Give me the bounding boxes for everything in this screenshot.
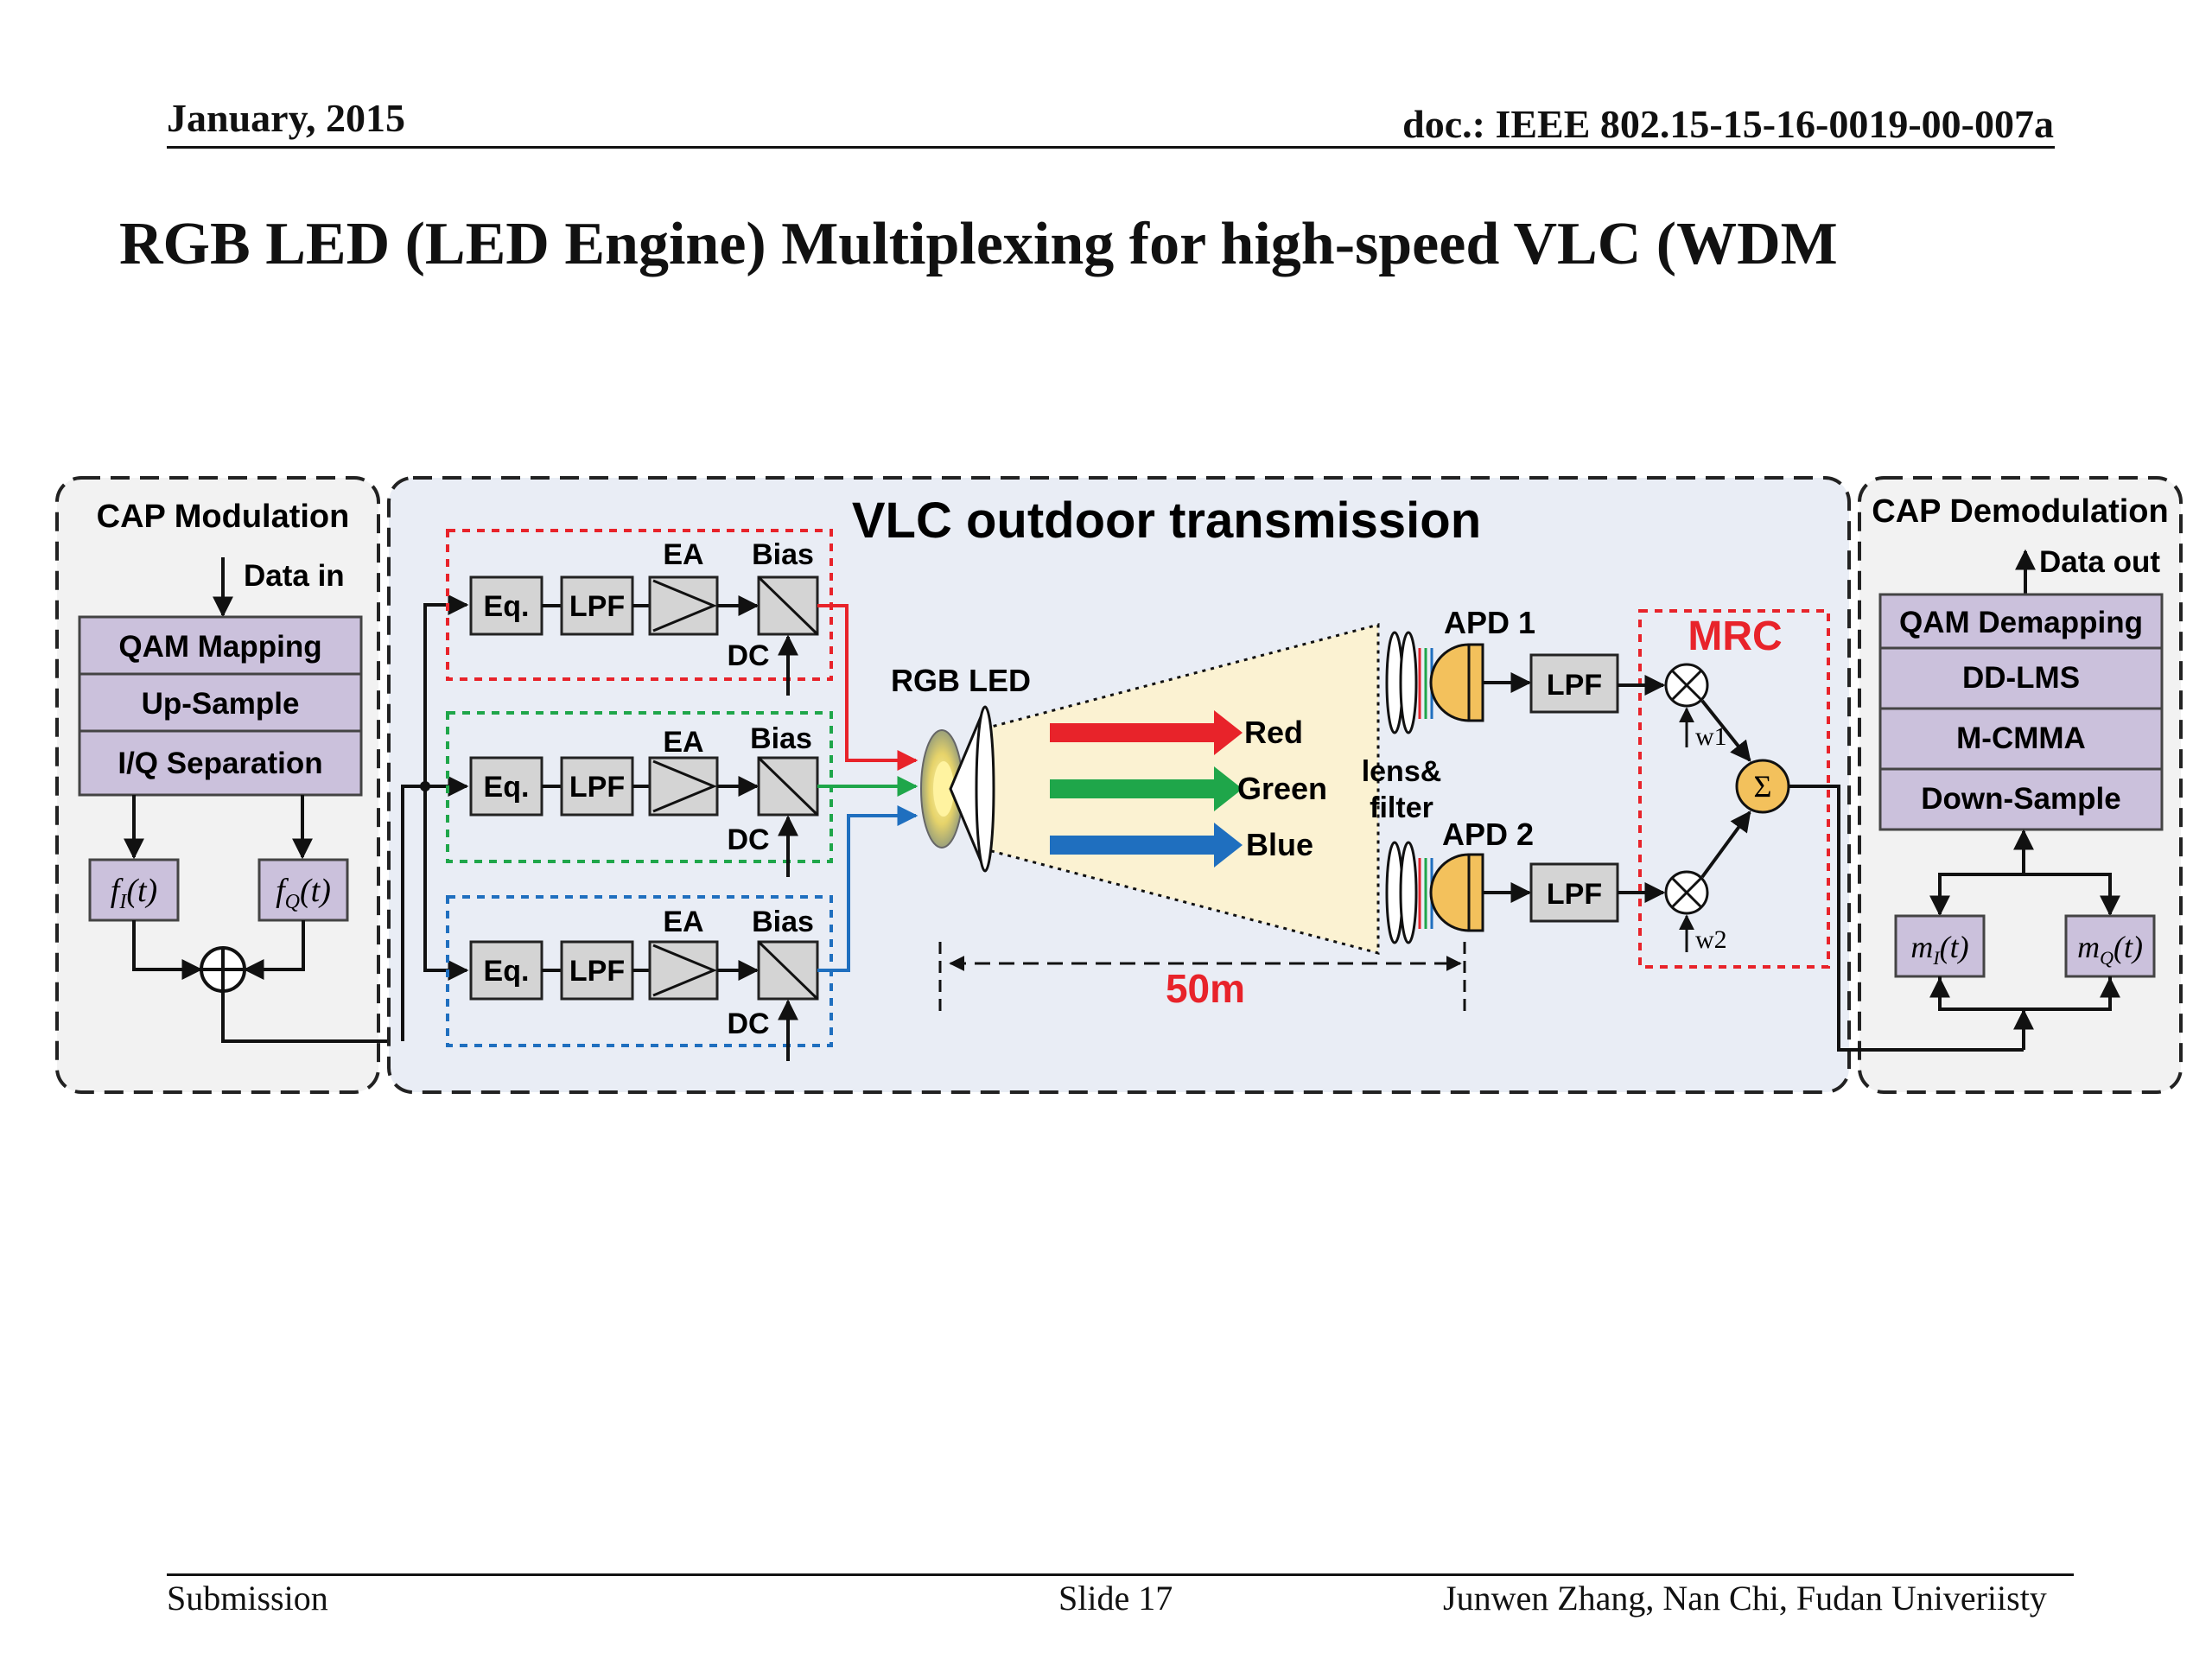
summation-icon: Σ bbox=[1735, 759, 1790, 814]
slide-title: RGB LED (LED Engine) Multiplexing for hi… bbox=[119, 211, 1838, 277]
apd-1-label: APD 1 bbox=[1444, 605, 1535, 640]
blue-label: Blue bbox=[1246, 827, 1313, 862]
lpf-label-rx1: LPF bbox=[1547, 669, 1602, 702]
bias-label-green: Bias bbox=[750, 722, 812, 755]
apd-2-label: APD 2 bbox=[1442, 817, 1534, 852]
qam-mapping-label: QAM Mapping bbox=[118, 630, 321, 664]
cap-modulation-title: CAP Modulation bbox=[97, 499, 350, 535]
red-arrow bbox=[1050, 710, 1243, 755]
lpf-label-green: LPF bbox=[569, 771, 625, 804]
dc-label-green: DC bbox=[727, 823, 769, 856]
header-date: January, 2015 bbox=[167, 96, 406, 140]
vlc-transmission-panel: VLC outdoor transmission Eq. LPF EA bbox=[387, 476, 1851, 1094]
fq-filter-label: fQ(t) bbox=[276, 873, 331, 913]
eq-label-blue: Eq. bbox=[484, 955, 530, 988]
blue-arrow bbox=[1050, 823, 1243, 868]
summation-label: Σ bbox=[1754, 769, 1772, 804]
eq-label-red: Eq. bbox=[484, 590, 530, 623]
lens-filter-label-1: lens& bbox=[1362, 755, 1442, 788]
mi-filter-label: mI(t) bbox=[1910, 930, 1968, 969]
apd-2-icon bbox=[1429, 853, 1484, 932]
footer-slide-number: Slide 17 bbox=[1058, 1579, 1173, 1618]
ea-label-green: EA bbox=[663, 726, 703, 759]
lpf-label-red: LPF bbox=[569, 590, 625, 623]
green-branch: Eq. LPF EA Bias DC bbox=[446, 711, 833, 877]
receiver-1: APD 1 bbox=[1385, 605, 1535, 734]
red-branch: Eq. LPF EA Bias DC bbox=[446, 529, 833, 696]
green-arrow bbox=[1050, 766, 1243, 811]
mq-filter-block bbox=[2064, 914, 2156, 978]
amplifier-icon-blue bbox=[648, 940, 719, 1001]
bias-tee-icon-red bbox=[757, 575, 819, 636]
ea-label-blue: EA bbox=[663, 906, 703, 938]
header-divider bbox=[167, 146, 2055, 149]
cap-demodulation-title: CAP Demodulation bbox=[1872, 493, 2168, 530]
bias-label-red: Bias bbox=[752, 538, 814, 571]
vlc-title: VLC outdoor transmission bbox=[852, 493, 1481, 549]
amplifier-icon-green bbox=[648, 756, 719, 817]
lpf-block-green bbox=[560, 756, 634, 817]
fi-filter-label: fI(t) bbox=[111, 873, 157, 913]
adder-icon bbox=[200, 946, 246, 993]
apd-1-icon bbox=[1429, 643, 1484, 722]
footer-authors: Junwen Zhang, Nan Chi, Fudan Univeriisty bbox=[1443, 1579, 2047, 1618]
rgb-led-label: RGB LED bbox=[891, 663, 1031, 698]
down-sample-block bbox=[1878, 767, 2164, 831]
bias-tee-icon-green bbox=[757, 756, 819, 817]
m-cmma-label: M-CMMA bbox=[1956, 721, 2086, 755]
up-sample-label: Up-Sample bbox=[142, 687, 300, 721]
bias-label-blue: Bias bbox=[752, 906, 814, 938]
green-label: Green bbox=[1237, 771, 1327, 806]
down-sample-label: Down-Sample bbox=[1921, 782, 2120, 816]
iq-separation-block bbox=[78, 729, 363, 797]
data-in-label: Data in bbox=[244, 559, 345, 593]
mrc-block: MRC w1 w2 Σ bbox=[1618, 609, 1830, 969]
w2-label: w2 bbox=[1695, 925, 1727, 954]
mi-filter-block bbox=[1894, 914, 1986, 978]
lpf-label-blue: LPF bbox=[569, 955, 625, 988]
lpf-block-red bbox=[560, 575, 634, 636]
dc-label-red: DC bbox=[727, 639, 769, 672]
qam-mapping-block bbox=[78, 615, 363, 676]
red-label: Red bbox=[1244, 715, 1303, 750]
ea-label-red: EA bbox=[663, 538, 703, 571]
cap-demodulation-panel: CAP Demodulation Data out QAM Demapping … bbox=[1858, 476, 2183, 1094]
lpf-block-rx1 bbox=[1529, 653, 1619, 714]
footer-divider bbox=[167, 1573, 2074, 1576]
lpf-block-rx2 bbox=[1529, 862, 1619, 923]
distance-label: 50m bbox=[1166, 966, 1245, 1011]
qam-demapping-label: QAM Demapping bbox=[1899, 606, 2143, 639]
mq-filter-label: mQ(t) bbox=[2077, 930, 2143, 969]
eq-label-green: Eq. bbox=[484, 771, 530, 804]
fi-filter-block bbox=[88, 858, 180, 922]
bias-tee-icon-blue bbox=[757, 940, 819, 1001]
dc-label-blue: DC bbox=[727, 1007, 769, 1040]
eq-block-green bbox=[469, 756, 543, 817]
data-out-label: Data out bbox=[2039, 545, 2160, 579]
eq-block-blue bbox=[469, 940, 543, 1001]
blue-branch: Eq. LPF EA Bias DC bbox=[446, 895, 833, 1061]
mrc-label: MRC bbox=[1688, 613, 1782, 659]
footer-submission: Submission bbox=[167, 1579, 328, 1618]
multiplier-1-icon bbox=[1664, 663, 1709, 708]
receiver-2: APD 2 bbox=[1385, 817, 1534, 944]
rgb-led-icon bbox=[920, 705, 995, 873]
multiplier-2-icon bbox=[1664, 870, 1709, 915]
amplifier-icon-red bbox=[648, 575, 719, 636]
iq-separation-label: I/Q Separation bbox=[118, 747, 322, 780]
lens-filter-label-2: filter bbox=[1370, 791, 1433, 824]
header-doc-id: doc.: IEEE 802.15-15-16-0019-00-007a bbox=[1402, 102, 2054, 146]
qam-demapping-block bbox=[1878, 593, 2164, 650]
lpf-label-rx2: LPF bbox=[1547, 878, 1602, 911]
cap-modulation-panel: CAP Modulation Data in QAM Mapping Up-Sa… bbox=[55, 476, 403, 1094]
lpf-block-blue bbox=[560, 940, 634, 1001]
dd-lms-label: DD-LMS bbox=[1962, 661, 2080, 695]
